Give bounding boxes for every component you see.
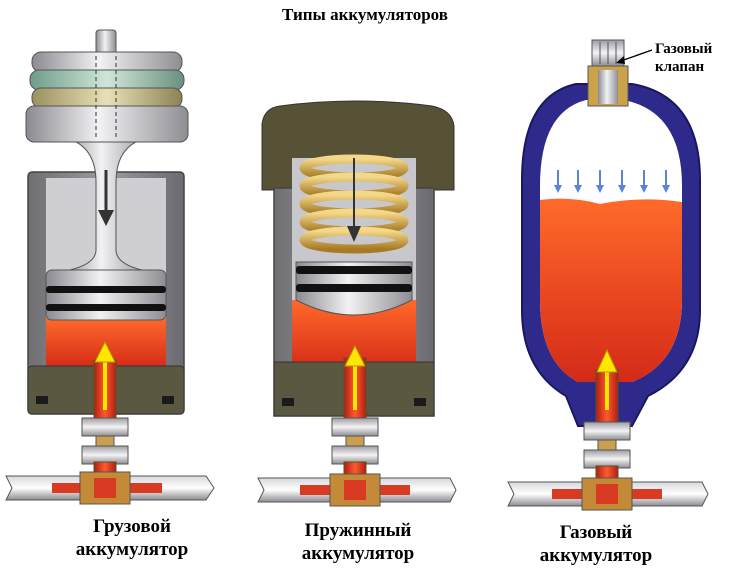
gas-fluid <box>540 198 682 382</box>
weight-down-arrow-head <box>98 210 114 226</box>
diagram-title: Типы аккумуляторов <box>282 5 448 24</box>
spring-down-arrow-head <box>347 226 361 242</box>
gas-pressure-arrows <box>554 170 670 193</box>
weight-fitting-nut-2 <box>81 445 129 465</box>
gas-fitting-nut-2 <box>583 449 631 469</box>
weight-seal-left <box>36 396 48 404</box>
spring-up-arrow-head <box>344 344 366 367</box>
weight-fitting-neck <box>95 435 115 447</box>
spring-piston-seal-1 <box>296 266 412 274</box>
spring-fitting-nut-2 <box>331 445 379 465</box>
weight-plate-top <box>31 51 183 73</box>
gas-accumulator <box>507 39 709 511</box>
weight-plate-bottom <box>25 105 189 143</box>
weight-up-arrow-head <box>94 340 116 363</box>
gas-up-arrow-head <box>596 348 618 373</box>
gas-valve-pointer-head <box>616 56 625 64</box>
gas-accumulator-caption-line2: аккумулятор <box>539 545 653 566</box>
gas-valve-label-line1: Газовый <box>655 41 713 57</box>
gas-valve-label-line2: клапан <box>655 59 705 75</box>
weight-fitting-nut-1 <box>81 417 129 437</box>
weight-accumulator-caption-line1: Грузовой <box>93 516 171 537</box>
weight-plate-tan <box>31 87 183 109</box>
gas-valve-stem <box>598 70 618 104</box>
weight-plate-green <box>29 69 185 91</box>
spring-tee-core <box>344 480 366 500</box>
gas-valve-label: Газовый клапан <box>655 40 725 76</box>
spring-piston-seal-2 <box>296 284 412 292</box>
gas-fitting-nut-1 <box>583 421 631 441</box>
weight-piston-seal-2 <box>46 304 166 311</box>
spring-seal-right <box>414 398 426 406</box>
weight-accumulator <box>5 29 215 505</box>
spring-seal-left <box>282 398 294 406</box>
weight-piston-seal-1 <box>46 286 166 293</box>
weight-tee-core <box>94 478 116 498</box>
gas-fitting-neck <box>597 439 617 451</box>
weight-accumulator-caption-line2: аккумулятор <box>75 539 189 560</box>
spring-accumulator <box>257 100 457 507</box>
spring-accumulator-caption-line2: аккумулятор <box>301 543 415 564</box>
weight-seal-right <box>162 396 174 404</box>
spring-fitting-neck <box>345 435 365 447</box>
spring-fitting-nut-1 <box>331 417 379 437</box>
gas-tee-core <box>596 484 618 504</box>
gas-accumulator-caption-line1: Газовый <box>559 522 633 543</box>
weight-piston-head <box>45 269 167 321</box>
spring-accumulator-caption-line1: Пружинный <box>304 520 412 541</box>
